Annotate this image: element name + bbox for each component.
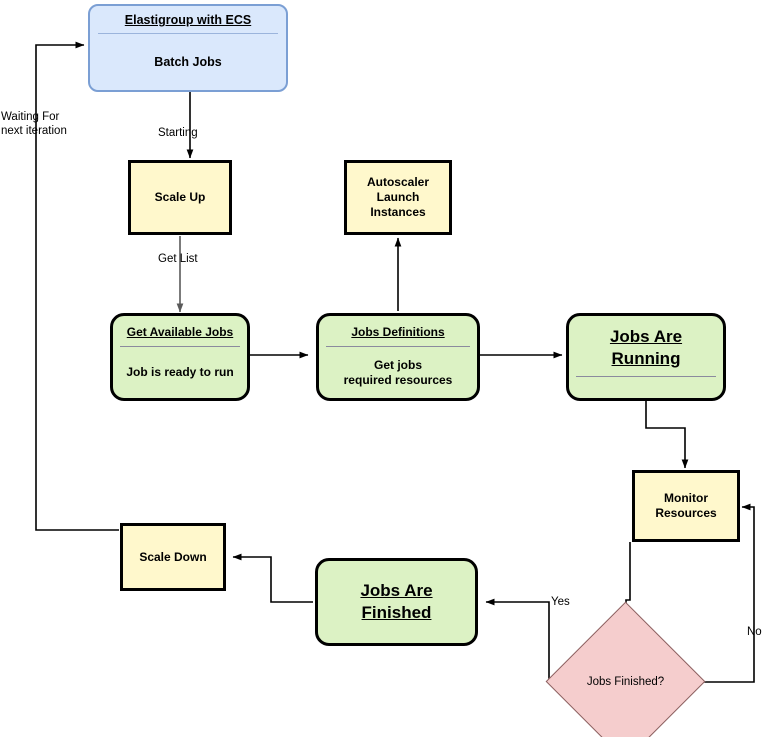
node-elastigroup-body: Batch Jobs [154,55,222,69]
node-monitor-resources-label: Monitor Resources [655,491,717,520]
node-scale-down[interactable]: Scale Down [120,523,226,591]
node-jobs-finished-decision[interactable]: Jobs Finished? [545,601,706,737]
edge-label-yes: Yes [551,596,570,608]
node-jobs-definitions-title: Jobs Definitions [351,325,445,339]
node-elastigroup-with-ecs[interactable]: Elastigroup with ECS Batch Jobs [88,4,288,92]
node-autoscaler-launch-instances[interactable]: Autoscaler Launch Instances [344,160,452,235]
node-scale-up-label: Scale Up [154,190,206,204]
edge-label-get-list: Get List [158,253,198,265]
node-jobs-are-running[interactable]: Jobs Are Running [566,313,726,401]
node-autoscaler-label: Autoscaler Launch Instances [366,175,430,219]
edge-label-no: No [747,626,762,638]
edge-label-waiting-for-next-iteration: Waiting For next iteration [1,111,67,137]
node-jobs-are-finished[interactable]: Jobs Are Finished [315,558,478,646]
node-get-available-jobs-body: Job is ready to run [126,365,234,379]
edge-label-starting: Starting [158,127,198,139]
decision-label: Jobs Finished? [586,675,665,688]
node-jobs-are-running-title: Jobs Are Running [609,327,683,368]
node-jobs-definitions-body: Get jobs required resources [343,357,453,387]
node-jobs-are-finished-title: Jobs Are Finished [360,581,433,622]
node-elastigroup-divider [98,33,278,34]
node-monitor-resources[interactable]: Monitor Resources [632,470,740,542]
node-jobs-are-running-divider [576,376,716,377]
node-get-available-jobs-title: Get Available Jobs [126,325,234,339]
node-get-available-jobs-divider [120,346,240,347]
edge-jobs-are-finished-to-scale-down [232,553,313,603]
node-scale-up[interactable]: Scale Up [128,160,232,235]
node-jobs-definitions-divider [326,346,470,347]
node-get-available-jobs[interactable]: Get Available Jobs Job is ready to run [110,313,250,401]
node-elastigroup-title: Elastigroup with ECS [124,13,252,27]
edge-jobs-are-running-to-monitor-resources [645,397,689,469]
node-jobs-are-running-body [569,377,723,398]
node-jobs-definitions[interactable]: Jobs Definitions Get jobs required resou… [316,313,480,401]
node-scale-down-label: Scale Down [139,549,207,564]
